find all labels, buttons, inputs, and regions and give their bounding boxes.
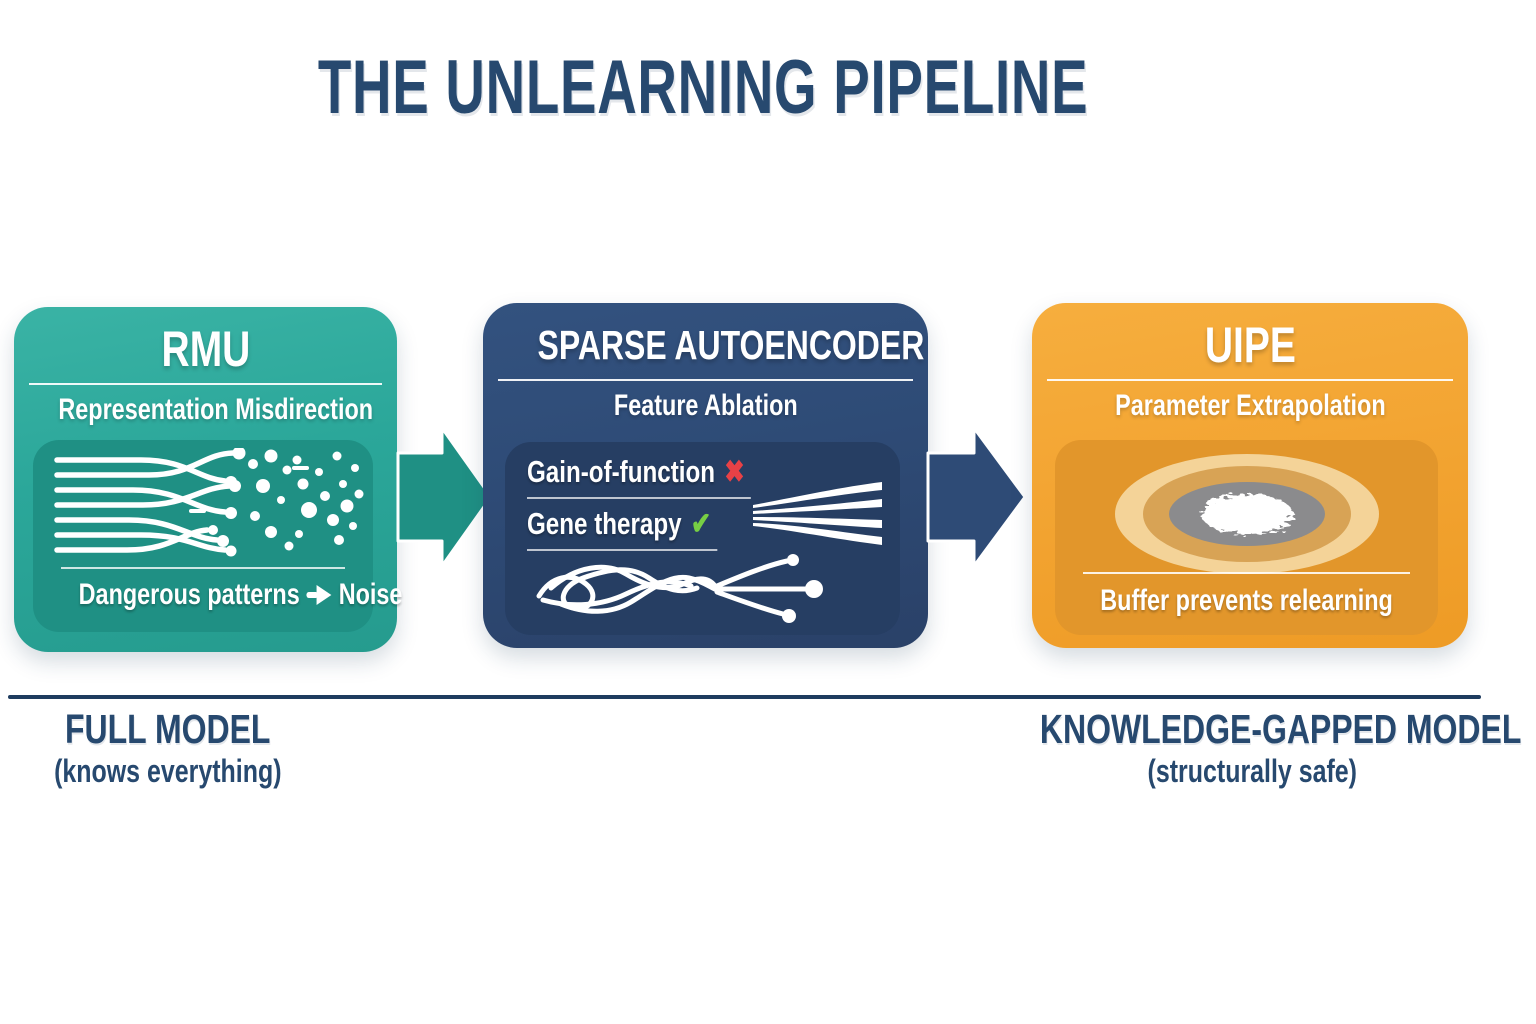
full-model-subtitle: (knows everything) <box>0 752 336 790</box>
stage-rmu-title-text: RMU <box>161 321 250 377</box>
flow-arrow-icon <box>396 426 493 568</box>
stage-uipe-title: UIPE <box>1032 316 1468 374</box>
stage-uipe: UIPE Parameter Extrapolation Buffer prev… <box>1032 303 1468 648</box>
tangle-to-threads-graphic <box>536 554 823 623</box>
sae-panel: Gain-of-function✖ Gene therapy✔ <box>505 442 900 635</box>
stage-rmu-subtitle: Representation Misdirection <box>14 393 397 427</box>
divider <box>61 567 345 569</box>
knowledge-gapped-model-subtitle: (structurally safe) <box>972 752 1532 790</box>
x-icon: ✖ <box>724 454 745 489</box>
rmu-caption-text: Dangerous patterns Noise <box>79 578 403 612</box>
stage-sae-title: SPARSE AUTOENCODER <box>483 316 928 374</box>
feature-row-gain-of-function: Gain-of-function✖ <box>527 454 751 499</box>
uipe-panel: Buffer prevents relearning <box>1055 440 1438 635</box>
divider <box>498 379 913 381</box>
knowledge-gapped-model-title: KNOWLEDGE-GAPPED MODEL <box>972 707 1532 752</box>
stage-rmu-title: RMU <box>14 320 397 378</box>
feature-row-gene-therapy: Gene therapy✔ <box>527 506 718 551</box>
full-model-subtitle-text: (knows everything) <box>54 753 282 789</box>
arrow-right-icon <box>306 585 332 605</box>
uipe-caption: Buffer prevents relearning <box>1055 584 1438 618</box>
uipe-caption-text: Buffer prevents relearning <box>1100 584 1393 617</box>
knowledge-gapped-model-subtitle-text: (structurally safe) <box>1147 753 1357 789</box>
stage-sparse-autoencoder: SPARSE AUTOENCODER Feature Ablation Gain… <box>483 303 928 648</box>
stage-rmu-subtitle-text: Representation Misdirection <box>58 393 374 426</box>
page-title-text: THE UNLEARNING PIPELINE <box>317 45 1089 130</box>
full-model-label: FULL MODEL (knows everything) <box>0 707 336 790</box>
full-model-title-text: FULL MODEL <box>65 706 271 752</box>
check-icon: ✔ <box>690 506 712 541</box>
stage-sae-subtitle: Feature Ablation <box>483 389 928 423</box>
stage-uipe-subtitle: Parameter Extrapolation <box>1032 389 1468 423</box>
divider <box>1083 572 1410 574</box>
buffer-rings-graphic <box>1114 454 1379 574</box>
knowledge-gapped-model-title-text: KNOWLEDGE-GAPPED MODEL <box>1039 706 1522 752</box>
rmu-caption: Dangerous patterns Noise <box>33 578 403 612</box>
page-title: THE UNLEARNING PIPELINE <box>0 48 1406 128</box>
divider <box>29 383 382 385</box>
stage-sae-title-text: SPARSE AUTOENCODER <box>537 322 925 368</box>
divider <box>1047 379 1453 381</box>
flow-arrow-icon <box>926 426 1027 568</box>
model-transition-line <box>8 695 1481 699</box>
stage-rmu: RMU Representation Misdirection <box>14 307 403 652</box>
feature-label: Gene therapy <box>527 506 682 541</box>
rmu-caption-right: Noise <box>338 578 403 611</box>
stage-uipe-title-text: UIPE <box>1204 317 1296 373</box>
rmu-panel: Dangerous patterns Noise <box>33 440 403 632</box>
full-model-title: FULL MODEL <box>0 707 336 752</box>
stage-uipe-subtitle-text: Parameter Extrapolation <box>1114 389 1386 422</box>
feature-label: Gain-of-function <box>527 454 716 489</box>
feature-fan-graphic <box>753 482 882 545</box>
knowledge-gapped-model-label: KNOWLEDGE-GAPPED MODEL (structurally saf… <box>972 707 1532 790</box>
rmu-caption-left: Dangerous patterns <box>78 578 300 611</box>
stage-sae-subtitle-text: Feature Ablation <box>613 389 798 422</box>
patterns-to-noise-graphic <box>54 448 364 557</box>
